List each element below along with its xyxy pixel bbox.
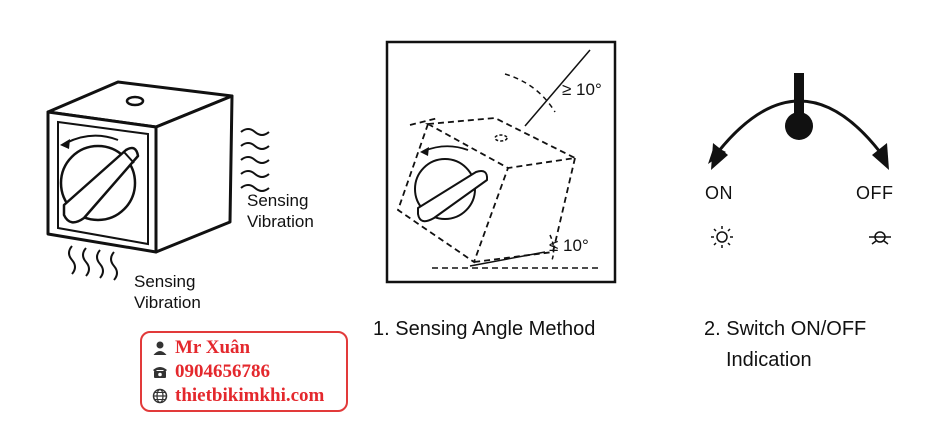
vibration-waves-right-icon bbox=[240, 128, 270, 192]
switch-lever bbox=[794, 73, 804, 125]
vibration-label-bottom: Sensing Vibration bbox=[134, 272, 201, 312]
knob-icon bbox=[62, 146, 140, 224]
vibration-label-right: Sensing Vibration bbox=[247, 191, 314, 231]
tilted-box-outline bbox=[396, 117, 578, 264]
contact-website-row: thietbikimkhi.com bbox=[152, 384, 324, 408]
sun-icon bbox=[711, 226, 733, 248]
angle-frame bbox=[385, 40, 617, 284]
contact-card: Mr Xuân 0904656786 thietbikimkhi.com bbox=[140, 331, 348, 412]
dim-sun-icon bbox=[869, 231, 891, 245]
contact-phone[interactable]: 0904656786 bbox=[175, 361, 270, 382]
off-label: OFF bbox=[856, 183, 894, 203]
globe-icon bbox=[152, 388, 168, 404]
on-label: ON bbox=[705, 183, 733, 203]
contact-name: Mr Xuân bbox=[175, 337, 251, 358]
person-icon bbox=[153, 341, 167, 355]
sensing-angle-caption: 1. Sensing Angle Method bbox=[373, 318, 596, 340]
switch-caption-line2: Indication bbox=[726, 349, 812, 371]
contact-website[interactable]: thietbikimkhi.com bbox=[175, 385, 325, 406]
angle-top-label: ≥ 10° bbox=[562, 80, 602, 99]
switch-caption-line1: 2. Switch ON/OFF bbox=[704, 318, 867, 340]
contact-phone-row: 0904656786 bbox=[152, 360, 270, 384]
phone-icon bbox=[153, 367, 167, 378]
screw-hole-icon bbox=[125, 95, 145, 107]
contact-name-row: Mr Xuân bbox=[152, 336, 250, 360]
angle-bottom-label: ≤ 10° bbox=[549, 236, 589, 255]
switch-pivot bbox=[785, 112, 813, 140]
vibration-waves-bottom-icon bbox=[68, 245, 118, 281]
